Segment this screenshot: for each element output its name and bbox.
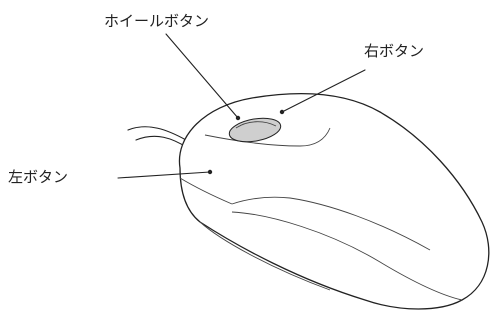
wheel-leader-line: [165, 33, 239, 119]
button-divider: [204, 127, 331, 147]
palm-line: [231, 211, 463, 301]
scroll-wheel-groove: [235, 121, 277, 129]
left-button-edge: [231, 196, 431, 251]
wheel-button-label: ホイールボタン: [104, 12, 209, 30]
mouse-cable-inner: [135, 135, 189, 149]
mouse-body: [178, 92, 490, 310]
left-button-leader-line: [117, 171, 211, 179]
right-button-label: 右ボタン: [364, 42, 424, 60]
mouse-cable: [127, 126, 187, 141]
right-button-leader-line: [281, 69, 366, 113]
scroll-wheel[interactable]: [227, 115, 282, 146]
side-line: [199, 221, 331, 291]
button-front-edge: [179, 177, 233, 205]
left-button-label: 左ボタン: [8, 168, 68, 186]
